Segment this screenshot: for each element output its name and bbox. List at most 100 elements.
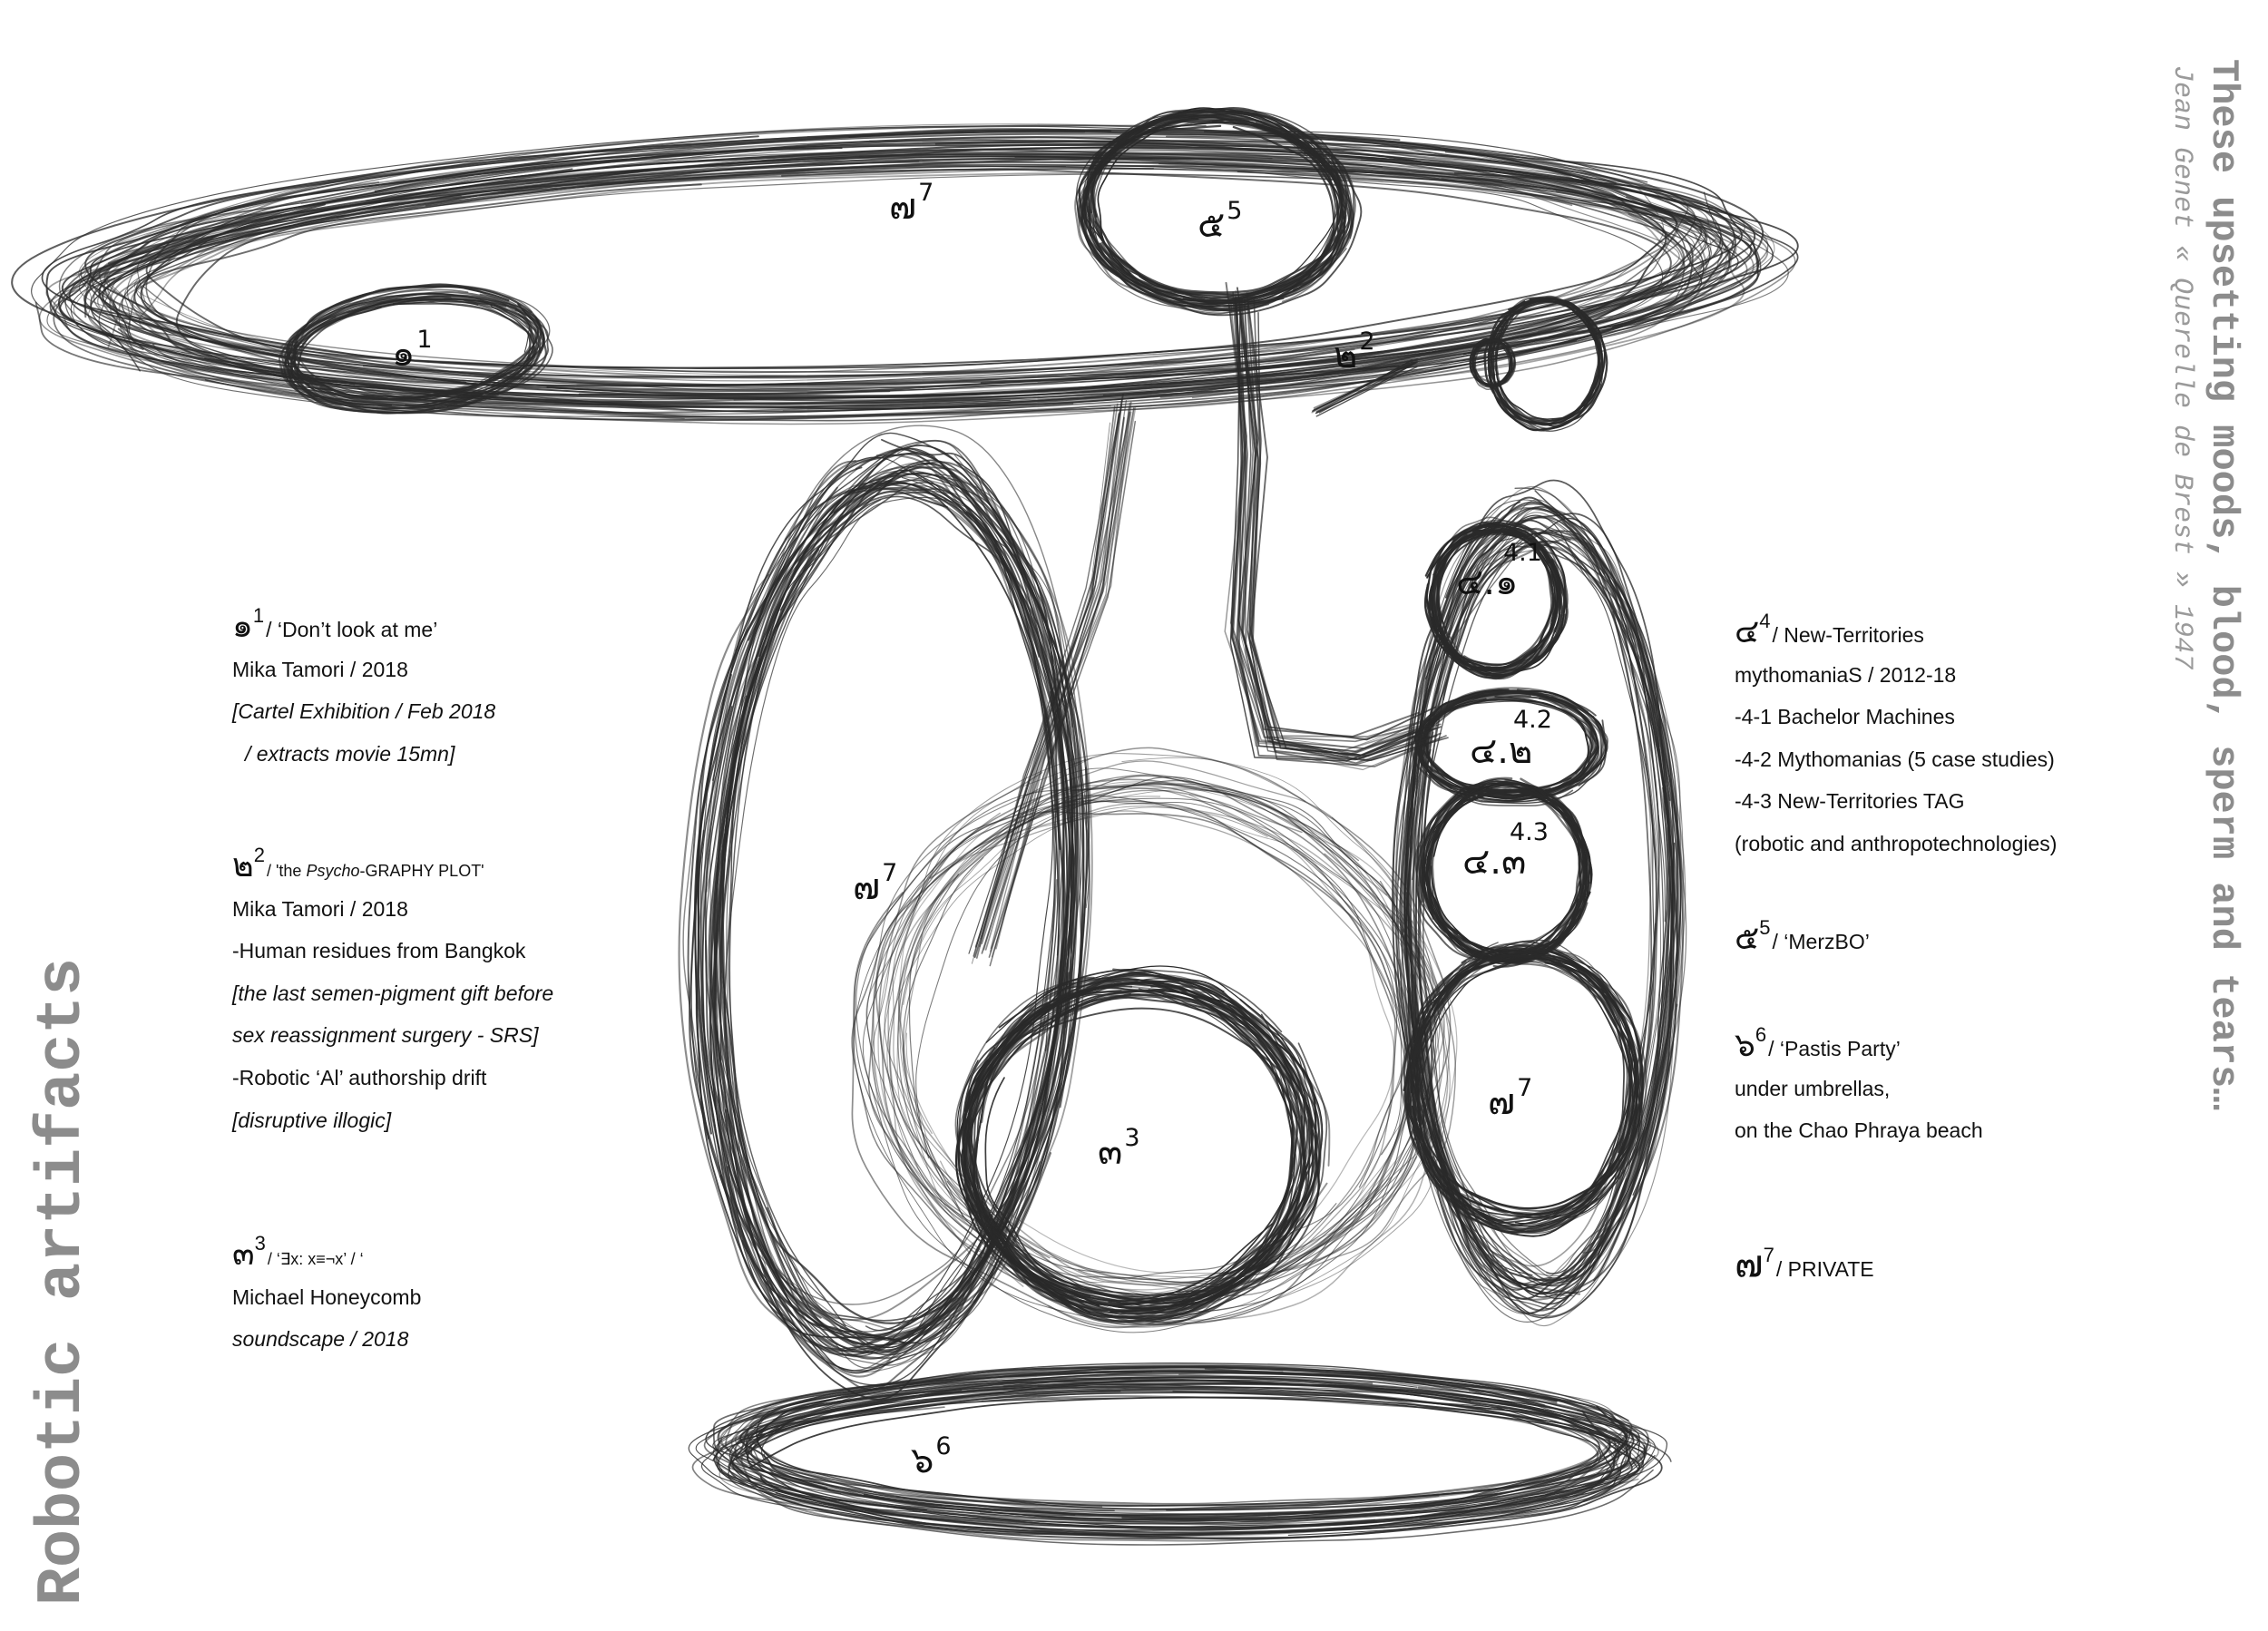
- scribble-stem: [1224, 281, 1449, 771]
- scribble-stroke: [749, 1370, 1616, 1523]
- scribble-stroke: [989, 407, 1137, 952]
- scribble-loop-7-right: [1400, 939, 1647, 1237]
- legend-item-4-title: ๔4/ New-Territories: [1735, 610, 1924, 650]
- scribble-stroke: [1422, 780, 1585, 956]
- scribble-stroke: [877, 794, 1395, 1291]
- legend-item-2-title: ๒2/ 'the Psycho-GRAPHY PLOT': [232, 844, 484, 884]
- scribble-arc: [968, 393, 1137, 967]
- scribble-stroke: [719, 480, 1071, 1322]
- legend-right-6: ๖6/ ‘Pastis Party’ under umbrellas, on t…: [1735, 1023, 1983, 1152]
- scribble-stroke: [898, 783, 1445, 1286]
- scribble-stroke: [990, 402, 1131, 949]
- scribble-stroke: [749, 1371, 1628, 1520]
- scribble-stroke: [49, 168, 1762, 405]
- label-3: ๓3: [1098, 1124, 1140, 1173]
- scribble-pipe: [1311, 357, 1419, 417]
- legend-item-1-line: [Cartel Exhibition / Feb 2018: [232, 699, 496, 724]
- scribble-loop-4-1: [1423, 516, 1569, 680]
- scribble-stroke: [1433, 527, 1558, 680]
- scribble-stroke: [963, 968, 1306, 1315]
- legend-right-5: ๕5/ ‘MerzBO’: [1735, 916, 1870, 961]
- scribble-loop-5: [1074, 107, 1363, 317]
- legend-item-1-line: / extracts movie 15mn]: [245, 741, 455, 766]
- scribble-stroke: [688, 1379, 1656, 1525]
- scribble-stroke: [1406, 954, 1632, 1234]
- scribble-stroke: [83, 153, 1686, 404]
- quote-line: These upsetting moods, blood, sperm and …: [2202, 59, 2245, 1111]
- scribble-stroke: [854, 795, 1398, 1283]
- legend-item-5-title: ๕5/ ‘MerzBO’: [1735, 916, 1870, 957]
- scribble-stroke: [1422, 697, 1594, 803]
- scribble-stroke: [884, 760, 1441, 1281]
- legend-item-3-title: ๓3/ ‘∃x: x≡¬x’ / ‘: [232, 1232, 364, 1273]
- scribble-stroke: [984, 405, 1122, 951]
- scribble-stroke: [853, 800, 1403, 1323]
- label-7-right: ๗7: [1488, 1074, 1533, 1123]
- legend-item-2-line: [the last semen-pigment gift before: [232, 981, 554, 1005]
- scribble-stroke: [1487, 297, 1601, 432]
- legend-item-2-line: [disruptive illogic]: [232, 1108, 392, 1132]
- scribble-stroke: [963, 974, 1316, 1319]
- scribble-stroke: [867, 779, 1416, 1312]
- scribble-stroke: [717, 1387, 1646, 1539]
- scribble-stroke: [975, 405, 1116, 959]
- legend-item-4-line: -4-3 New-Territories TAG: [1735, 789, 1965, 814]
- scribble-stroke: [866, 767, 1429, 1302]
- legend-item-3-line: Michael Honeycomb: [232, 1284, 422, 1309]
- legend-item-2-line: Mika Tamori / 2018: [232, 896, 408, 921]
- scribble-stroke: [1246, 300, 1442, 757]
- scribble-stroke: [712, 1380, 1631, 1523]
- scribble-stroke: [896, 806, 1413, 1302]
- legend-item-1-line: Mika Tamori / 2018: [232, 657, 408, 681]
- scribble-stroke: [278, 292, 537, 411]
- scribble-stroke: [1235, 296, 1438, 765]
- legend-item-3-line: soundscape / 2018: [232, 1327, 409, 1352]
- legend-left-2: ๒2/ 'the Psycho-GRAPHY PLOT' Mika Tamori…: [232, 844, 554, 1141]
- label-1: ๑1: [392, 326, 433, 375]
- scribble-stroke: [1315, 357, 1418, 410]
- scribble-stroke: [698, 466, 1065, 1356]
- scribble-stroke: [289, 296, 542, 414]
- scribble-stroke: [689, 486, 1070, 1353]
- scribble-stroke: [989, 420, 1137, 967]
- scribble-stroke: [103, 144, 1706, 395]
- scribble-stroke: [1315, 366, 1418, 417]
- scribble-stroke: [1403, 507, 1675, 1291]
- scribble-stroke: [1419, 958, 1637, 1216]
- label-7-top: ๗7: [889, 179, 934, 228]
- scribble-stroke: [756, 1362, 1631, 1510]
- label-6: ๖6: [911, 1432, 952, 1481]
- scribble-stroke: [1249, 311, 1449, 762]
- scribble-stroke: [964, 994, 1315, 1312]
- scribble-body: [851, 747, 1458, 1333]
- legend-item-2-line: -Human residues from Bangkok: [232, 939, 526, 963]
- scribble-stroke: [1419, 499, 1672, 1317]
- scribble-stroke: [1315, 362, 1417, 415]
- legend-item-4-line: -4-1 Bachelor Machines: [1735, 705, 1955, 729]
- scribble-stroke: [293, 285, 540, 398]
- scribble-stroke: [1403, 485, 1652, 1314]
- scribble-stroke: [1241, 298, 1436, 743]
- legend-item-6-title: ๖6/ ‘Pastis Party’: [1735, 1023, 1901, 1064]
- scribble-stroke: [897, 782, 1458, 1275]
- legend-right: ๔4/ New-Territories mythomaniaS / 2012-1…: [1735, 610, 2058, 865]
- scribble-stroke: [1483, 299, 1601, 426]
- scribble-stroke: [68, 155, 1799, 397]
- scribble-stroke: [725, 1366, 1649, 1520]
- legend-item-6-line: under umbrellas,: [1735, 1076, 1891, 1100]
- scribble-stroke: [103, 139, 1669, 379]
- scribble-head-knob: [1469, 337, 1517, 390]
- scribble-stroke: [1421, 958, 1641, 1227]
- scribble-stroke: [851, 800, 1408, 1306]
- scribble-stroke: [875, 778, 1433, 1304]
- scribble-stroke: [981, 399, 1128, 944]
- scribble-stroke: [133, 168, 1672, 405]
- scribble-stroke: [715, 1386, 1641, 1537]
- scribble-stroke: [1086, 109, 1355, 306]
- legend-left-3: ๓3/ ‘∃x: x≡¬x’ / ‘ Michael Honeycomb sou…: [232, 1232, 422, 1361]
- scribble-stroke: [1409, 479, 1676, 1305]
- legend-item-4-line: (robotic and anthropotechnologies): [1735, 831, 2058, 855]
